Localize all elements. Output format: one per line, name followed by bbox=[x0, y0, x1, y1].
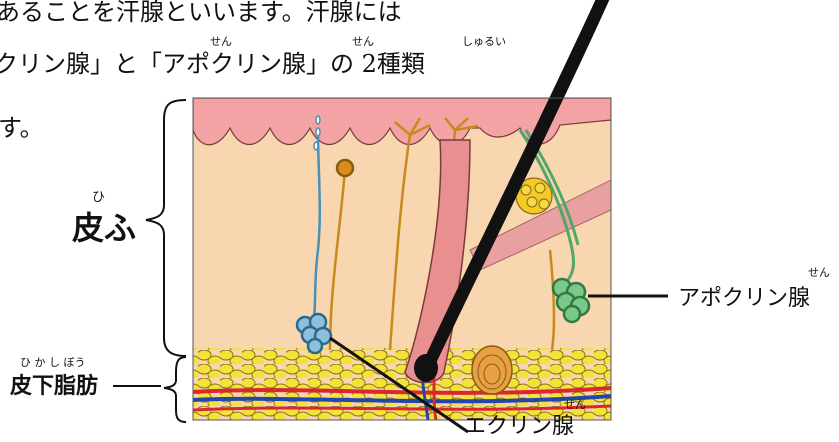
lamellar-corpuscle bbox=[472, 346, 512, 394]
subcutaneous-fat-label: 皮下脂肪 bbox=[10, 368, 98, 400]
hair-bulb bbox=[414, 354, 438, 382]
apocrine-gland-label: アポクリン腺 bbox=[678, 280, 810, 312]
skin-label: 皮ふ bbox=[72, 203, 136, 249]
fat-brace bbox=[164, 357, 186, 422]
eccrine-gland-label: エクリン腺 bbox=[464, 408, 574, 440]
skin-brace bbox=[146, 100, 186, 356]
apocrine-ruby: せん bbox=[808, 264, 830, 280]
fat-label-connector bbox=[113, 385, 161, 387]
